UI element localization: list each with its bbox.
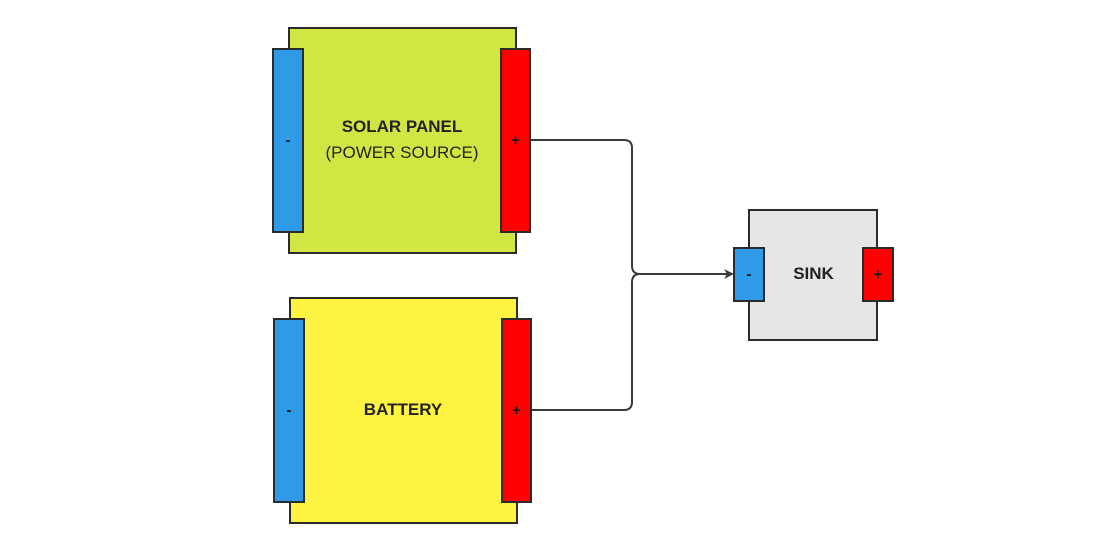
- minus-sign: -: [746, 266, 752, 283]
- solar-panel-subtitle: (POWER SOURCE): [325, 143, 479, 162]
- solar-positive-terminal[interactable]: +: [500, 48, 531, 233]
- wire-battery-to-sink[interactable]: [531, 273, 641, 411]
- battery-label: BATTERY: [305, 397, 501, 423]
- battery-title: BATTERY: [363, 400, 443, 419]
- sink-positive-terminal[interactable]: +: [862, 247, 894, 302]
- minus-sign: -: [286, 402, 292, 419]
- battery-positive-terminal[interactable]: +: [501, 318, 532, 503]
- sink-title: SINK: [793, 264, 834, 283]
- battery-node[interactable]: [289, 297, 518, 524]
- solar-panel-title: SOLAR PANEL: [341, 117, 463, 136]
- sink-label: SINK: [765, 261, 862, 287]
- plus-sign: +: [511, 132, 520, 149]
- plus-sign: +: [873, 266, 883, 283]
- solar-negative-terminal[interactable]: -: [272, 48, 304, 233]
- minus-sign: -: [285, 132, 291, 149]
- plus-sign: +: [512, 402, 521, 419]
- wire-solar-to-sink[interactable]: [531, 139, 734, 279]
- battery-negative-terminal[interactable]: -: [273, 318, 305, 503]
- solar-panel-label: SOLAR PANEL (POWER SOURCE): [304, 114, 500, 166]
- solar-panel-node[interactable]: [288, 27, 517, 254]
- sink-negative-terminal[interactable]: -: [733, 247, 765, 302]
